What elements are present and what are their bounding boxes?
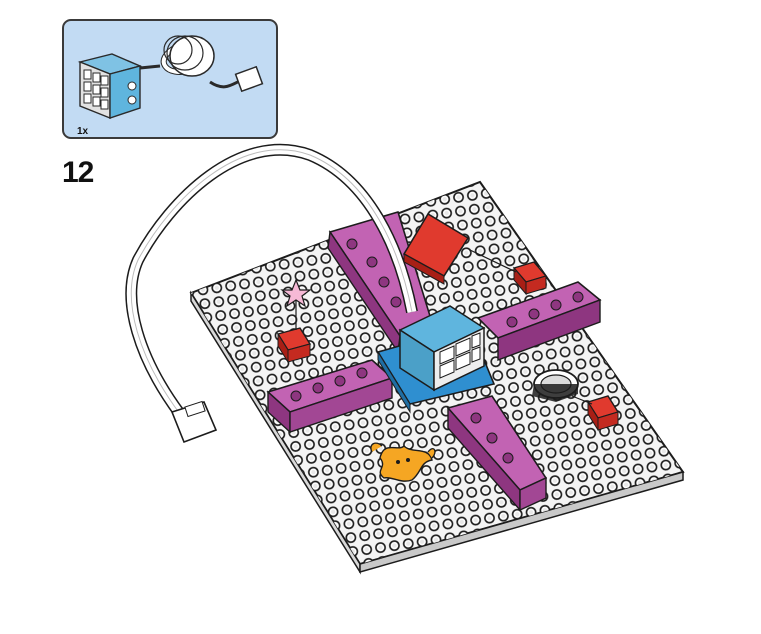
- color-sensor: [398, 305, 486, 392]
- red-brick-right-top: [469, 249, 548, 296]
- cable-connector: [170, 400, 218, 444]
- round-mirror-piece: [532, 369, 579, 402]
- red-brick-right-bottom: [571, 395, 620, 432]
- callout-sensor-part: [77, 35, 264, 120]
- purple-arm-left: [266, 359, 394, 434]
- sensor-cable: [125, 143, 418, 418]
- red-tile-top: [402, 212, 470, 285]
- purple-arm-right: [476, 281, 602, 362]
- parts-quantity: 1x: [77, 126, 89, 137]
- pink-star-icon: [280, 278, 312, 308]
- purple-arm-bottom: [446, 395, 548, 512]
- red-brick-left: [276, 296, 312, 364]
- step-number: 12: [62, 156, 94, 189]
- orange-crab-icon: [370, 442, 436, 482]
